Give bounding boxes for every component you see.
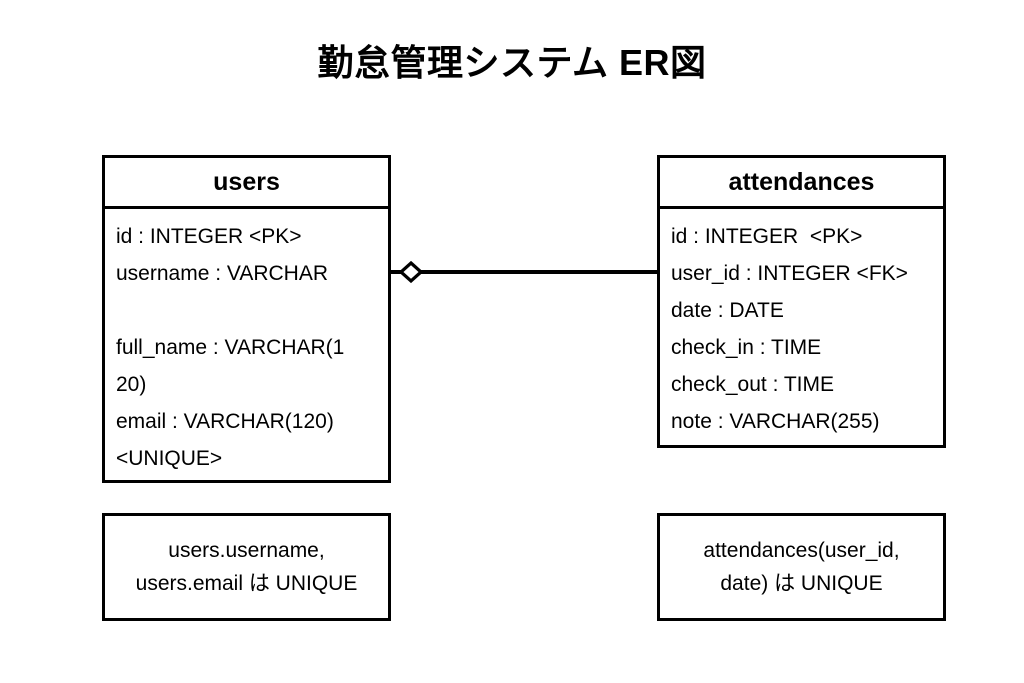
note-text: attendances(user_id, date) は UNIQUE: [703, 539, 900, 595]
relationship-users-attendances: [391, 256, 658, 289]
field-row: date : DATE: [671, 299, 784, 322]
note-box-users[interactable]: users.username, users.email は UNIQUE: [102, 513, 391, 621]
field-row: user_id : INTEGER <FK>: [671, 262, 908, 285]
field-row: <UNIQUE>: [116, 447, 223, 470]
field-row: id : INTEGER <PK>: [116, 225, 302, 248]
field-row: 20): [116, 373, 147, 396]
note-box-attendances[interactable]: attendances(user_id, date) は UNIQUE: [657, 513, 946, 621]
field-row: check_out : TIME: [671, 373, 835, 396]
entity-box-users[interactable]: users id : INTEGER <PK> username : VARCH…: [102, 155, 391, 483]
field-row: note : VARCHAR(255): [671, 410, 880, 433]
page-title: 勤怠管理システム ER図: [317, 42, 707, 83]
field-row: check_in : TIME: [671, 336, 822, 359]
relationship-line: [391, 270, 658, 274]
entity-header-attendances: attendances: [660, 158, 943, 209]
field-row: id : INTEGER <PK>: [671, 225, 863, 248]
entity-box-attendances[interactable]: attendances id : INTEGER <PK> user_id : …: [657, 155, 946, 448]
entity-fields-users: id : INTEGER <PK> username : VARCHAR ful…: [105, 209, 388, 477]
field-row: full_name : VARCHAR(1: [116, 336, 345, 359]
entity-fields-attendances: id : INTEGER <PK> user_id : INTEGER <FK>…: [660, 209, 943, 440]
field-row: [116, 292, 377, 329]
field-row: username : VARCHAR: [116, 262, 329, 285]
entity-header-users: users: [105, 158, 388, 209]
cardinality-diamond-icon: [399, 260, 423, 284]
note-text: users.username, users.email は UNIQUE: [135, 539, 358, 595]
field-row: email : VARCHAR(120): [116, 410, 334, 433]
